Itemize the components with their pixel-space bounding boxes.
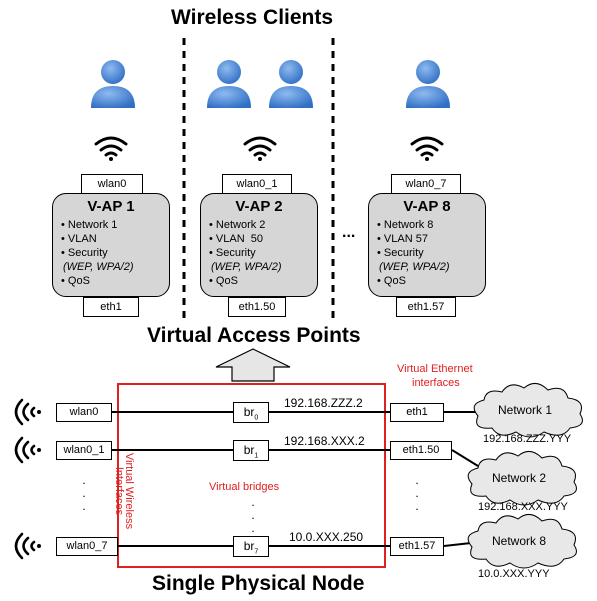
vap-item: (WEP, WPA/2) (63, 261, 134, 273)
continuation-dots: ... (82, 473, 86, 513)
vap-bottom-interface: eth1 (83, 297, 139, 317)
physical-node-box (117, 383, 386, 568)
vap-card: V-AP 8 • Network 8 • VLAN 57 • Security … (368, 193, 486, 297)
vap-bottom-interface: eth1.50 (228, 297, 286, 317)
wireless-interface: wlan0_7 (56, 537, 118, 556)
vap-item: (WEP, WPA/2) (211, 261, 282, 273)
wifi-signal-icon (14, 436, 43, 464)
wifi-signal-icon (94, 136, 128, 163)
vap-item: • Network 2 (209, 219, 266, 231)
single-physical-node-heading: Single Physical Node (152, 572, 365, 595)
user-icon (91, 60, 135, 108)
vap-item: • QoS (61, 275, 90, 287)
vap-item: (WEP, WPA/2) (379, 261, 450, 273)
vap-title: V-AP 2 (235, 198, 283, 215)
vap-item: • QoS (377, 275, 406, 287)
virtual-wireless-label: Interfaces (113, 466, 126, 516)
ethernet-interface: eth1.57 (390, 537, 444, 556)
up-arrow (215, 348, 291, 382)
user-icon (269, 60, 313, 108)
network-ip: 192.168.ZZZ.YYY (483, 433, 572, 445)
network-name: Network 2 (492, 471, 547, 485)
vap-top-interface: wlan0_1 (222, 174, 292, 194)
bridge-box: br7 (233, 536, 269, 557)
virtual-ethernet-label: Virtual Ethernet (397, 363, 473, 375)
vap-top-interface: wlan0 (81, 174, 143, 194)
vap-card: V-AP 1 • Network 1 • VLAN • Security (WE… (52, 193, 170, 297)
vap-top-interface: wlan0_7 (391, 174, 461, 194)
vap-item: • Security (209, 247, 256, 259)
network-ip: 10.0.XXX.YYY (478, 568, 550, 580)
wifi-signal-icon (410, 136, 444, 163)
continuation-dots: ... (251, 495, 255, 535)
bridge-ip: 192.168.ZZZ.2 (284, 396, 363, 410)
vap-card: V-AP 2 • Network 2 • VLAN 50 • Security … (200, 193, 318, 297)
bridge-box: br0 (233, 402, 269, 423)
virtual-access-points-heading: Virtual Access Points (147, 324, 361, 347)
wireless-interface: wlan0 (56, 403, 112, 422)
wifi-signal-icon (14, 532, 43, 560)
bridge-ip: 192.168.XXX.2 (284, 434, 365, 448)
vap-title: V-AP 8 (403, 198, 451, 215)
wireless-clients-heading: Wireless Clients (171, 6, 334, 29)
bridge-ip: 10.0.XXX.250 (289, 530, 364, 544)
ethernet-interface: eth1 (390, 403, 444, 422)
vap-item: • Network 1 (61, 219, 118, 231)
wifi-signal-icon (14, 398, 43, 426)
network-ip: 192.168.XXX.YYY (478, 501, 568, 513)
vap-item: • Network 8 (377, 219, 434, 231)
vap-item: • QoS (209, 275, 238, 287)
virtual-bridges-label: Virtual bridges (209, 481, 280, 493)
virtual-ethernet-label: interfaces (412, 377, 460, 389)
continuation-dots: ... (415, 473, 419, 513)
bridge-box: br1 (233, 440, 269, 461)
user-icon (207, 60, 251, 108)
vap-item: • Security (377, 247, 424, 259)
ethernet-interface: eth1.50 (390, 441, 452, 460)
vap-title: V-AP 1 (87, 198, 135, 215)
vap-item: • VLAN (61, 233, 97, 245)
network-name: Network 8 (492, 534, 547, 548)
vap-item: • Security (61, 247, 108, 259)
user-icon (406, 60, 450, 108)
vap-item: • VLAN 57 (377, 233, 428, 245)
ellipsis: ... (342, 224, 356, 241)
wireless-interface: wlan0_1 (56, 441, 112, 460)
vap-bottom-interface: eth1.57 (396, 297, 456, 317)
network-name: Network 1 (498, 403, 553, 417)
wifi-signal-icon (243, 136, 277, 163)
vap-item: • VLAN 50 (209, 233, 263, 245)
